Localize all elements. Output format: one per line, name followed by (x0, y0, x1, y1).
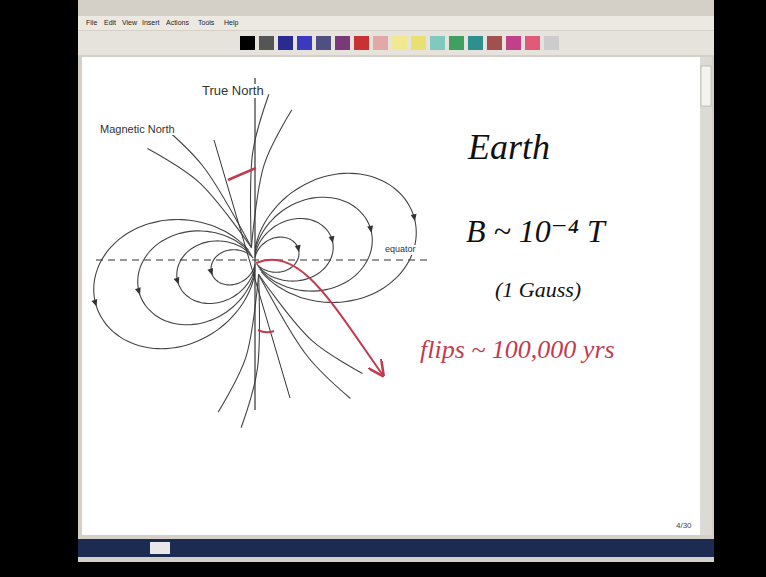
pen-color (240, 36, 255, 50)
field-arrow (174, 277, 182, 286)
field-arrow (367, 225, 374, 233)
pen-color (525, 36, 540, 50)
field-line (241, 275, 259, 428)
status-tab (150, 542, 170, 554)
annotation: Earth (468, 128, 550, 168)
menu-item: Tools (198, 19, 214, 27)
field-line (255, 218, 333, 281)
field-arrow (207, 268, 215, 277)
annotation: Magnetic North (98, 123, 177, 135)
page-number: 4/30 (676, 522, 692, 531)
pen-color (449, 36, 464, 50)
pen-color (411, 36, 426, 50)
field-arrow (329, 236, 336, 244)
pen-colors (240, 36, 559, 50)
annotation: True North (200, 84, 266, 98)
page (82, 57, 700, 535)
field-arrow (411, 214, 418, 222)
red-mark (228, 168, 256, 180)
menu-bar (78, 16, 714, 30)
field-line (147, 148, 251, 247)
field-arrow (91, 299, 99, 308)
pen-color (544, 36, 559, 50)
toolbar (78, 31, 714, 55)
scroll-thumb (701, 66, 711, 106)
menu-item: Insert (142, 19, 160, 27)
pen-color (259, 36, 274, 50)
annotation: equator (383, 245, 418, 255)
pen-color (373, 36, 388, 50)
scrollbar (700, 57, 712, 535)
field-line (255, 173, 416, 302)
annotation: B ~ 10⁻⁴ T (466, 214, 605, 249)
pen-color (335, 36, 350, 50)
pen-color (487, 36, 502, 50)
field-line (160, 124, 252, 248)
menu-item: Help (224, 19, 238, 27)
pen-color (392, 36, 407, 50)
annotation: flips ~ 100,000 yrs (420, 336, 615, 365)
menu-item: File (86, 19, 97, 27)
pen-color (468, 36, 483, 50)
annotation: (1 Gauss) (495, 278, 581, 302)
field-arrow (135, 287, 143, 296)
pen-color (506, 36, 521, 50)
pen-color (316, 36, 331, 50)
pen-color (297, 36, 312, 50)
red-mark (258, 330, 274, 332)
field-line (255, 237, 299, 272)
true-axis (254, 78, 255, 410)
menu-item: Actions (166, 19, 189, 27)
pen-color (278, 36, 293, 50)
field-line (94, 220, 255, 349)
pen-color (354, 36, 369, 50)
red-arrow (256, 260, 382, 374)
field-line (177, 241, 255, 304)
menu-item: Edit (104, 19, 116, 27)
status-bar (78, 539, 714, 557)
menu-item: View (122, 19, 137, 27)
app-window (78, 0, 714, 562)
magnetic-axis (214, 140, 290, 398)
field-arrow (295, 245, 302, 253)
pen-color (430, 36, 445, 50)
field-line (251, 94, 269, 247)
